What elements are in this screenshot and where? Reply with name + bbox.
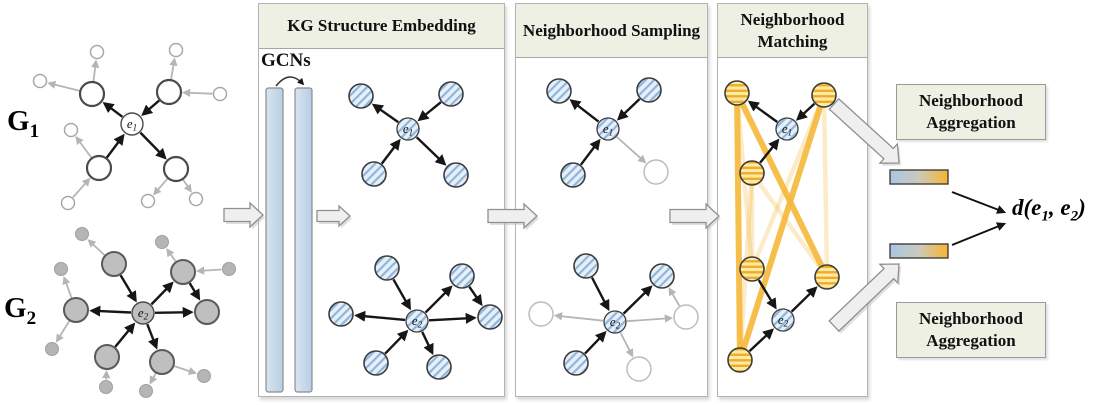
panel-neighborhood-sampling: Neighborhood Sampling <box>515 3 708 397</box>
svg-text:e1: e1 <box>127 116 137 133</box>
g1-sub: 1 <box>29 120 40 142</box>
neighborhood-aggregation-box-bottom: Neighborhood Aggregation <box>896 302 1046 358</box>
g1-base: G <box>7 105 30 137</box>
neighborhood-aggregation-box-top: Neighborhood Aggregation <box>896 84 1046 140</box>
panel-neighborhood-matching: Neighborhood Matching <box>717 3 868 397</box>
graph-label-g1: G1 <box>7 105 39 143</box>
svg-text:e2: e2 <box>138 305 149 322</box>
panel-title-neighborhood-matching: Neighborhood Matching <box>718 4 867 58</box>
formula-separator: , <box>1048 195 1061 220</box>
gcns-label: GCNs <box>261 50 311 71</box>
graph-label-g2: G2 <box>4 292 36 330</box>
panel-title-kg-structure-embedding: KG Structure Embedding <box>259 4 504 49</box>
formula-e2-sub: 2 <box>1070 208 1079 225</box>
formula-e2: e <box>1060 195 1071 220</box>
panel-title-neighborhood-sampling: Neighborhood Sampling <box>516 4 707 58</box>
g2-base: G <box>4 292 27 324</box>
g2-sub: 2 <box>26 307 37 329</box>
formula-suffix: ) <box>1078 195 1086 220</box>
formula-e1: e <box>1031 195 1042 220</box>
formula-e1-sub: 1 <box>1041 208 1049 225</box>
distance-formula: d(e1, e2) <box>1012 195 1086 226</box>
formula-prefix: d( <box>1012 195 1032 220</box>
